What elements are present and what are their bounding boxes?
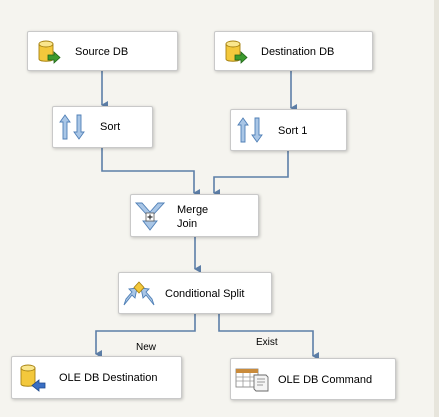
database-destination-icon	[17, 363, 47, 398]
path-sort1-to-merge-join[interactable]	[213, 150, 289, 197]
task-conditional-split[interactable]: Conditional Split	[118, 272, 272, 314]
task-label: Merge Join	[177, 204, 209, 230]
task-ole-db-destination[interactable]: OLE DB Destination	[11, 356, 182, 399]
task-merge-join[interactable]: Merge Join	[130, 194, 259, 237]
task-ole-db-command[interactable]: OLE DB Command	[230, 358, 396, 400]
task-label: Destination DB	[261, 46, 335, 58]
path-exist[interactable]	[218, 313, 319, 360]
ole-db-command-icon	[235, 366, 271, 399]
sort-icon	[59, 113, 89, 146]
path-label-new: New	[136, 342, 157, 353]
database-source-icon	[222, 38, 250, 71]
task-label: Source DB	[75, 46, 129, 58]
database-source-icon	[35, 38, 63, 71]
task-label: OLE DB Command	[278, 374, 373, 386]
sort-icon	[237, 116, 267, 149]
conditional-split-icon	[123, 278, 155, 313]
canvas-edge	[434, 0, 439, 417]
path-sort-to-merge-join[interactable]	[101, 148, 200, 197]
path-label-exist: Exist	[256, 337, 278, 348]
task-source-db[interactable]: Source DB	[27, 31, 178, 71]
merge-join-icon	[134, 200, 166, 237]
task-label: Sort	[100, 121, 121, 133]
task-sort-1[interactable]: Sort 1	[230, 109, 347, 151]
task-label: Sort 1	[278, 125, 308, 137]
task-label: Conditional Split	[165, 288, 245, 300]
path-new[interactable]	[95, 313, 196, 358]
task-label: OLE DB Destination	[59, 372, 158, 384]
task-sort[interactable]: Sort	[52, 106, 153, 148]
task-destination-db[interactable]: Destination DB	[214, 31, 373, 71]
